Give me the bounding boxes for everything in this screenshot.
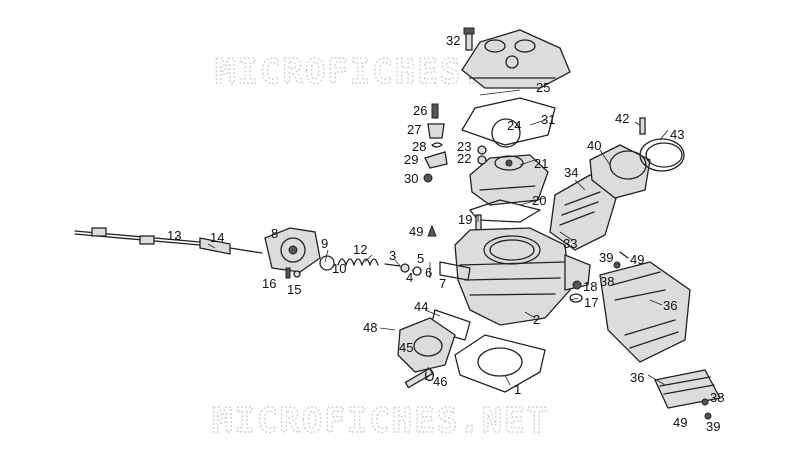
reed-valve-upper	[549, 174, 621, 251]
callout-20: 20	[532, 193, 546, 208]
callout-49-center: 49	[409, 224, 423, 239]
callout-25: 25	[536, 80, 550, 95]
callout-12: 12	[353, 242, 367, 257]
callout-21: 21	[534, 156, 548, 171]
callout-13: 13	[167, 228, 181, 243]
reed-plate	[654, 369, 721, 409]
nut-18	[572, 280, 582, 290]
callout-14: 14	[210, 230, 224, 245]
callout-17: 17	[584, 295, 598, 310]
callout-42: 42	[615, 111, 629, 126]
callout-5: 5	[417, 251, 424, 266]
callout-3: 3	[389, 248, 396, 263]
callout-36-lower: 36	[630, 370, 644, 385]
exhaust-valve-housing	[264, 227, 335, 279]
callout-16: 16	[262, 276, 276, 291]
callout-23: 23	[457, 139, 471, 154]
callout-22: 22	[457, 151, 471, 166]
hose-clamp	[639, 138, 685, 172]
callout-36-upper: 36	[663, 298, 677, 313]
callout-9: 9	[321, 236, 328, 251]
callout-38-upper: 38	[600, 274, 614, 289]
callout-15: 15	[287, 282, 301, 297]
callout-18: 18	[583, 279, 597, 294]
callout-38-lower: 38	[710, 390, 724, 405]
callout-4: 4	[406, 270, 413, 285]
callout-45: 45	[399, 340, 413, 355]
watermark-bottom: MICROFICHES.NET	[212, 401, 549, 441]
leader-lines	[174, 89, 669, 386]
head-bolt	[463, 27, 475, 51]
callout-48: 48	[363, 320, 377, 335]
callout-28: 28	[412, 139, 426, 154]
callout-49-upper: 49	[630, 252, 644, 267]
callout-34: 34	[564, 165, 578, 180]
head-cover	[461, 29, 571, 89]
callout-49-lower: 49	[673, 415, 687, 430]
callout-44: 44	[414, 299, 428, 314]
cylinder-block	[439, 227, 591, 326]
callout-2: 2	[533, 312, 540, 327]
callout-32: 32	[446, 33, 460, 48]
callout-6: 6	[425, 265, 432, 280]
callout-31: 31	[541, 112, 555, 127]
clamp-screw-42	[639, 117, 646, 135]
spring-12	[337, 258, 379, 266]
control-cable	[74, 227, 263, 255]
callout-43: 43	[670, 127, 684, 142]
callout-10: 10	[332, 261, 346, 276]
rod-3	[384, 263, 401, 267]
callout-40: 40	[587, 138, 601, 153]
callout-39-upper: 39	[599, 250, 613, 265]
reed-valve-lower	[599, 261, 691, 363]
cylinder-head	[469, 145, 549, 206]
callout-19: 19	[458, 212, 472, 227]
small-parts-26-30	[423, 103, 448, 183]
callout-46: 46	[433, 374, 447, 389]
intake-manifold	[397, 309, 471, 389]
callout-26: 26	[413, 103, 427, 118]
callout-1: 1	[514, 382, 521, 397]
cylinder-base-gasket	[454, 334, 546, 393]
callout-33: 33	[563, 236, 577, 251]
head-gasket	[461, 97, 556, 146]
o-ring	[491, 118, 521, 148]
callout-27: 27	[407, 122, 421, 137]
callout-8: 8	[271, 226, 278, 241]
washer-17	[569, 293, 583, 303]
callout-24: 24	[507, 118, 521, 133]
callout-30: 30	[404, 171, 418, 186]
callout-labels: 32 25 26 31 27 24 28 23 22 21 29 30 20 1…	[167, 33, 724, 434]
callout-7: 7	[439, 276, 446, 291]
callout-39-lower: 39	[706, 419, 720, 434]
callout-29: 29	[404, 152, 418, 167]
